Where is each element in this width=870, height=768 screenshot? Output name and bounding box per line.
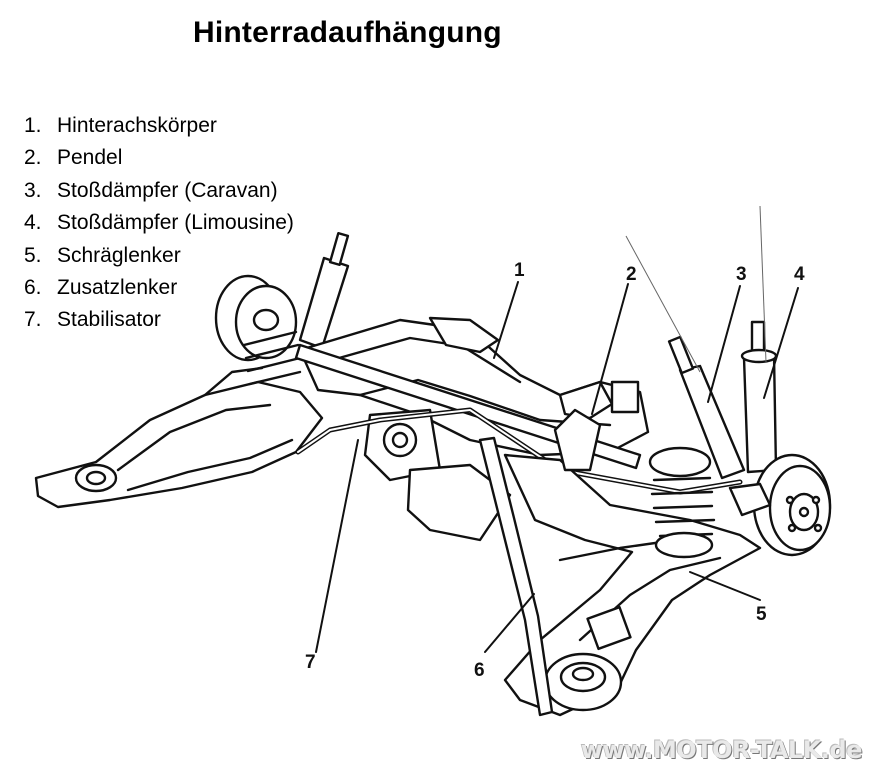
legend-item: 3. Stoßdämpfer (Caravan) xyxy=(24,177,294,209)
callout-7: 7 xyxy=(305,652,316,673)
legend-item: 7. Stabilisator xyxy=(24,306,294,338)
legend-number: 3. xyxy=(24,178,42,202)
left-shock-absorber xyxy=(298,256,350,350)
legend-number: 6. xyxy=(24,275,42,299)
legend-label: Stoßdämpfer (Caravan) xyxy=(57,178,278,202)
legend-item: 4. Stoßdämpfer (Limousine) xyxy=(24,209,294,241)
left-spring xyxy=(242,330,302,386)
legend-label: Pendel xyxy=(57,146,123,170)
callout-4: 4 xyxy=(794,264,805,285)
callout-5: 5 xyxy=(756,604,767,625)
right-spring xyxy=(650,476,716,538)
legend-number: 4. xyxy=(24,211,42,235)
legend-item: 1. Hinterachskörper xyxy=(24,112,294,144)
callout-6: 6 xyxy=(474,660,485,681)
watermark-logo: www.MOTOR-TALK.de xyxy=(580,736,863,764)
legend-number: 1. xyxy=(24,114,42,137)
legend-label: Stabilisator xyxy=(57,308,161,332)
callout-1: 1 xyxy=(514,260,525,281)
callout-2: 2 xyxy=(626,264,637,285)
leader-5 xyxy=(689,571,761,601)
leader-2 xyxy=(591,283,629,415)
diagram-title: Hinterradaufhängung xyxy=(193,16,502,49)
legend-label: Zusatzlenker xyxy=(57,275,178,299)
leader-1 xyxy=(493,281,519,359)
leader-3 xyxy=(707,285,741,403)
legend-item: 5. Schräglenker xyxy=(24,242,294,274)
pendulum xyxy=(553,408,602,472)
legend-number: 5. xyxy=(24,243,42,267)
leader-4 xyxy=(763,287,799,399)
callout-3: 3 xyxy=(736,264,747,285)
legend-item: 2. Pendel xyxy=(24,144,294,176)
leader-7 xyxy=(315,439,359,653)
legend-list: 1. Hinterachskörper 2. Pendel 3. Stoßdämpfe… xyxy=(24,112,294,339)
legend-label: Hinterachskörper xyxy=(57,114,217,137)
legend-label: Schräglenker xyxy=(57,243,181,267)
legend-number: 2. xyxy=(24,146,42,170)
additional-link xyxy=(478,436,554,717)
legend-label: Stoßdämpfer (Limousine) xyxy=(57,211,294,235)
leader-6 xyxy=(484,593,535,653)
legend-item: 6. Zusatzlenker xyxy=(24,274,294,306)
legend-number: 7. xyxy=(24,308,42,332)
